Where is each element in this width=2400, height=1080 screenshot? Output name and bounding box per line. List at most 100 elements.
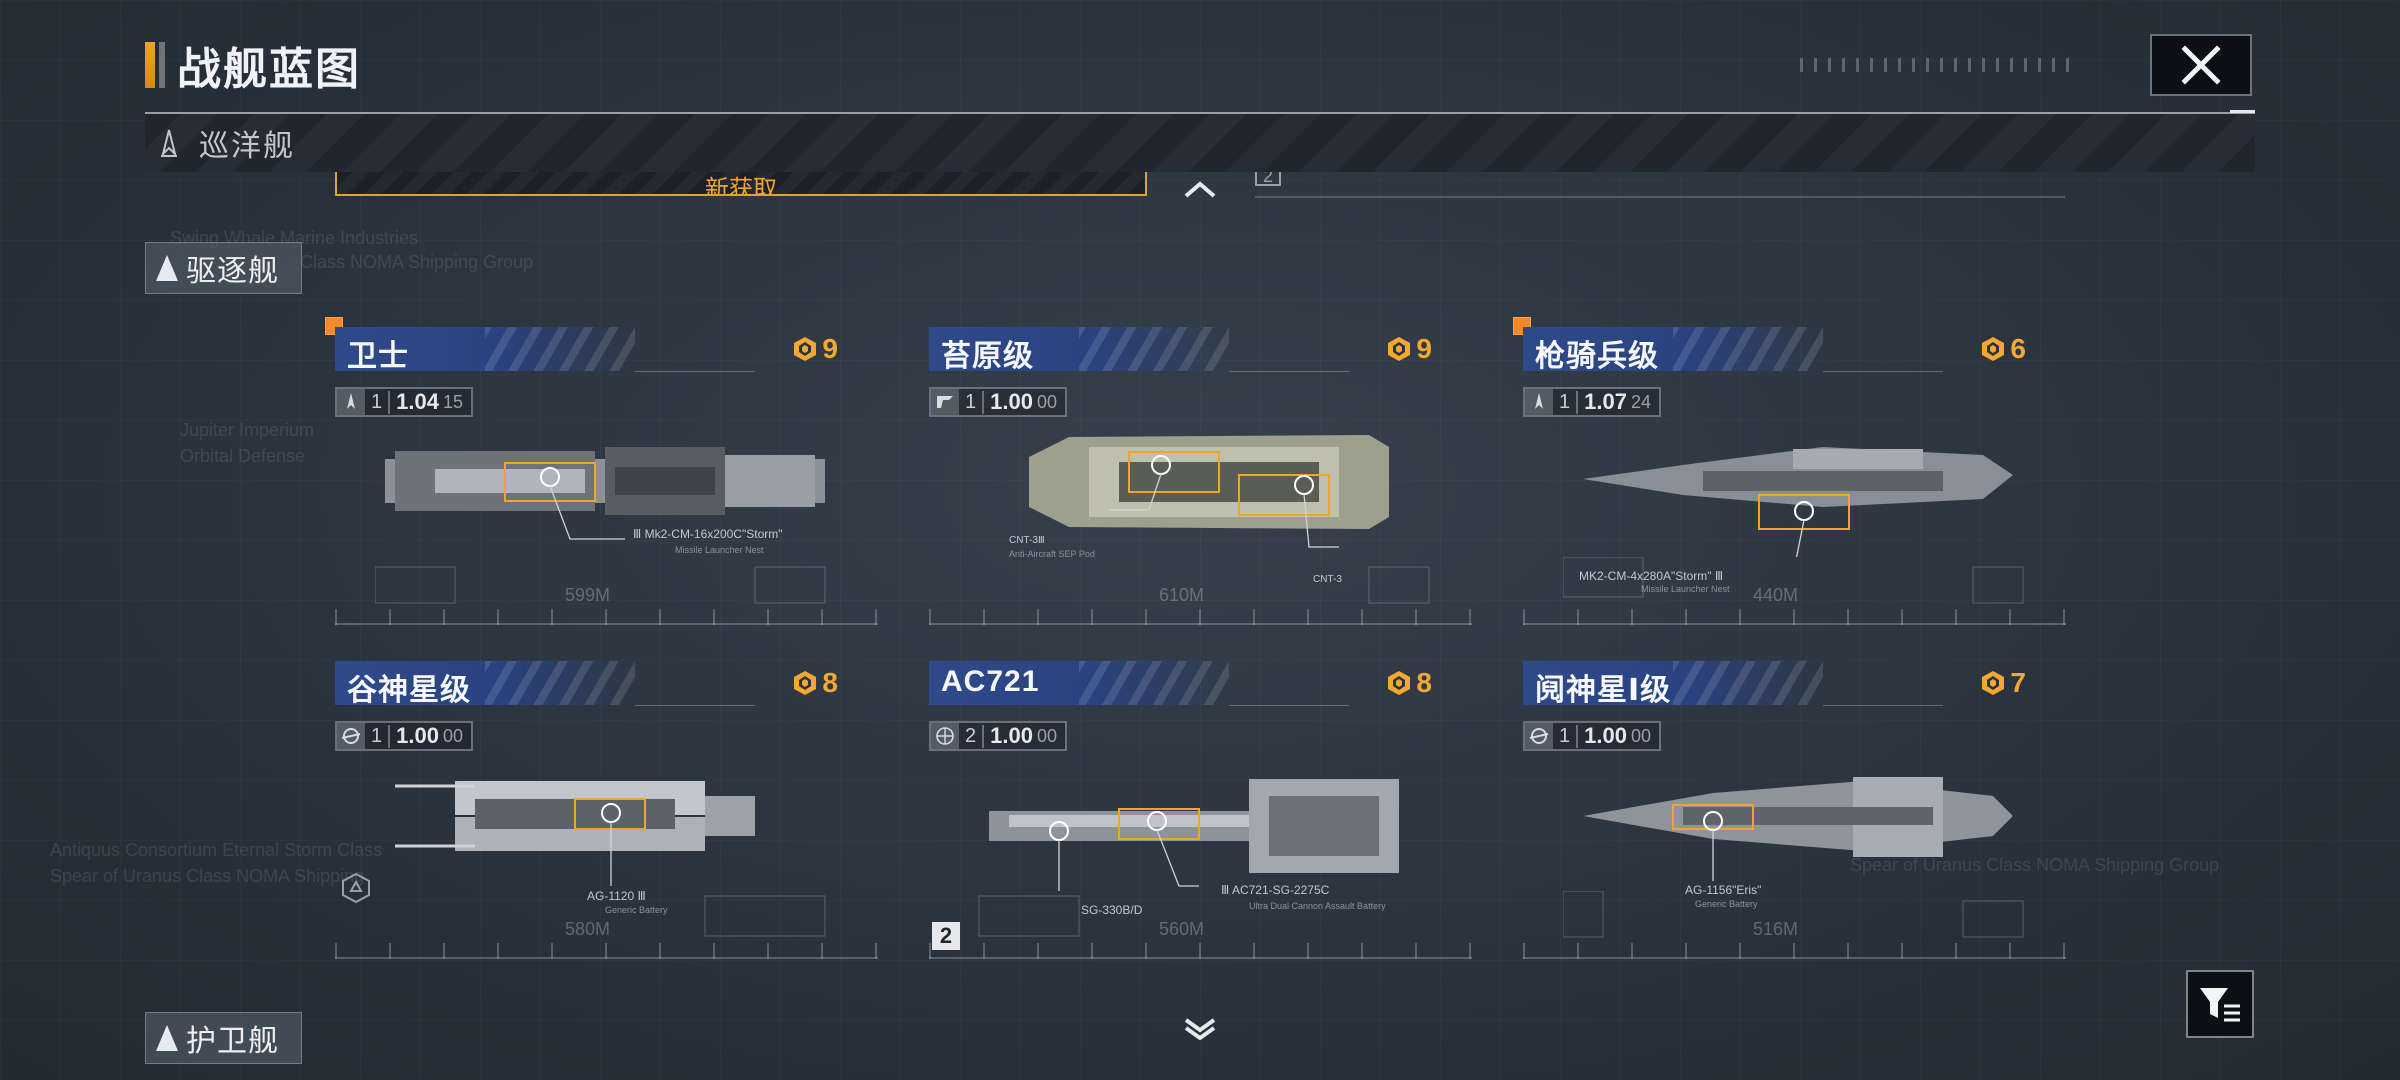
spec-level: 1 <box>365 390 391 414</box>
name-line <box>635 371 755 372</box>
close-button[interactable] <box>2150 34 2252 96</box>
name-line <box>1229 705 1349 706</box>
header-divider <box>145 112 2255 114</box>
section-destroyer[interactable]: 驱逐舰 <box>145 242 302 294</box>
rocket-icon <box>337 389 365 415</box>
ship-blueprint-image <box>1029 435 1389 548</box>
name-bar <box>1523 327 1823 371</box>
filter-icon <box>2200 988 2240 1022</box>
weapon-sublabel: Generic Battery <box>1695 899 1758 909</box>
ship-card-lancer[interactable]: 枪骑兵级 6 1 1.07 24 MK2-CM-4x280A"Storm" Ⅲ … <box>1513 317 2066 632</box>
rocket-icon <box>1525 389 1553 415</box>
cost-value: 6 <box>2010 333 2026 364</box>
scale-ruler <box>335 943 878 959</box>
page-title: 战舰蓝图 <box>177 45 361 94</box>
name-bar <box>335 327 635 371</box>
cost-coin-icon <box>1980 670 2006 696</box>
ship-length: 440M <box>1753 585 1799 605</box>
schematic-drawing <box>704 895 826 937</box>
count-badge: 2 <box>932 922 960 950</box>
cost-coin-icon <box>1386 336 1412 362</box>
weapon-sublabel: Missile Launcher Nest <box>1641 584 1730 594</box>
ship-name: AC721 <box>941 665 1040 698</box>
hexagon-icon <box>342 872 370 904</box>
close-icon <box>2181 45 2221 85</box>
spec-value-sub: 24 <box>1630 391 1651 412</box>
section-frigate[interactable]: 护卫舰 <box>145 1012 302 1064</box>
ship-length: 560M <box>1159 919 1205 939</box>
ship-card-ceres[interactable]: 谷神星级 8 1 1.00 00 AG-1120 Ⅲ Generic Batte… <box>335 661 878 966</box>
weapon-sublabel: Ultra Dual Cannon Assault Battery <box>1249 901 1386 911</box>
ship-name: 阋神星Ⅰ级 <box>1535 674 1672 707</box>
planet-icon <box>1525 723 1553 749</box>
ship-name: 苔原级 <box>941 340 1034 373</box>
new-acquired-label: 新获取 <box>705 176 777 196</box>
schematic-drawing <box>1563 891 2024 938</box>
ship-length: 610M <box>1159 585 1205 605</box>
weapon-sublabel: Missile Launcher Nest <box>675 545 764 555</box>
spec-panel: 1 1.04 15 <box>335 387 473 417</box>
weapon-sublabel-2: Anti-Aircraft SEP Pod <box>1009 549 1095 559</box>
cost: 8 <box>1386 667 1432 699</box>
brand-icon <box>931 389 959 415</box>
cost-value: 8 <box>1416 667 1432 698</box>
ship-blueprint-image <box>1583 777 2013 881</box>
triangle-icon <box>156 1025 178 1051</box>
filter-button[interactable] <box>2186 970 2254 1038</box>
spec-panel: 1 1.00 00 <box>335 721 473 751</box>
ship-blueprint-image <box>395 781 755 886</box>
cost: 6 <box>1980 333 2026 365</box>
ship-card-eris[interactable]: 阋神星Ⅰ级 7 1 1.00 00 AG-1156"Eris" Generic … <box>1523 661 2066 966</box>
spec-panel: 2 1.00 00 <box>929 721 1067 751</box>
spec-level: 2 <box>959 724 985 748</box>
chevron-up-icon[interactable] <box>1180 176 1220 200</box>
scale-ruler <box>335 609 878 625</box>
weapon-label-2: CNT-3Ⅲ <box>1009 535 1045 546</box>
bg-text: Orbital Defense <box>180 446 306 466</box>
ship-blueprint-image <box>989 779 1399 891</box>
weapon-label: AG-1156"Eris" <box>1685 883 1762 897</box>
weapon-label: Ⅲ AC721-SG-2275C <box>1221 883 1330 897</box>
spec-value: 1.04 <box>396 389 439 414</box>
category-bar-cruiser[interactable]: 巡洋舰 <box>145 114 2255 172</box>
bg-text: Jupiter Imperium <box>180 420 315 440</box>
ship-class-icon <box>161 129 177 158</box>
cost-value: 9 <box>822 333 838 364</box>
spec-value-sub: 00 <box>1630 725 1651 746</box>
name-bar <box>929 661 1229 705</box>
scale-ruler <box>1523 943 2066 959</box>
ship-length: 580M <box>565 919 611 939</box>
schematic-drawing <box>1368 566 1430 604</box>
ship-card-guardian[interactable]: 卫士 9 1 1.04 15 Ⅲ Mk2-CM-16x200C"Storm" M… <box>325 317 878 632</box>
spec-value-sub: 00 <box>442 725 463 746</box>
cost: 9 <box>1386 333 1432 365</box>
chevron-down-icon[interactable] <box>1180 1016 1220 1040</box>
header-divider-end <box>2230 110 2255 113</box>
decor-ticks <box>1800 58 2080 72</box>
spec-value-sub: 15 <box>442 391 463 412</box>
name-line <box>635 705 755 706</box>
category-label: 巡洋舰 <box>199 130 295 163</box>
planet-icon <box>337 723 365 749</box>
ship-name: 卫士 <box>347 340 409 373</box>
cost-coin-icon <box>792 336 818 362</box>
name-bar <box>929 327 1229 371</box>
new-acquired-bar[interactable]: 新获取 <box>335 168 1147 196</box>
spec-level: 1 <box>959 390 985 414</box>
spec-panel: 1 1.00 00 <box>1523 721 1661 751</box>
name-line <box>1823 371 1943 372</box>
ship-name: 枪骑兵级 <box>1535 340 1659 373</box>
weapon-sublabel: Generic Battery <box>605 905 668 915</box>
ship-card-ac721[interactable]: AC721 8 2 1.00 00 Ⅲ AC721-SG-2275C Ultra… <box>929 661 1472 966</box>
ship-blueprint-image <box>1583 447 2013 557</box>
ship-card-tundra[interactable]: 苔原级 9 1 1.00 00 CNT-3Ⅲ Anti-Aircraft SEP… <box>929 327 1472 632</box>
bg-text: Class NOMA Shipping Group <box>300 252 534 272</box>
weapon-label: MK2-CM-4x280A"Storm" Ⅲ <box>1579 569 1724 583</box>
title-accent-2 <box>159 42 165 88</box>
cost-coin-icon <box>792 670 818 696</box>
weapon-label: CNT-3 <box>1313 574 1342 585</box>
cost: 8 <box>792 667 838 699</box>
bg-text: Spear of Uranus Class NOMA Shipping Grou… <box>1850 855 2220 875</box>
triangle-icon <box>156 255 178 281</box>
scale-ruler <box>929 943 1472 959</box>
